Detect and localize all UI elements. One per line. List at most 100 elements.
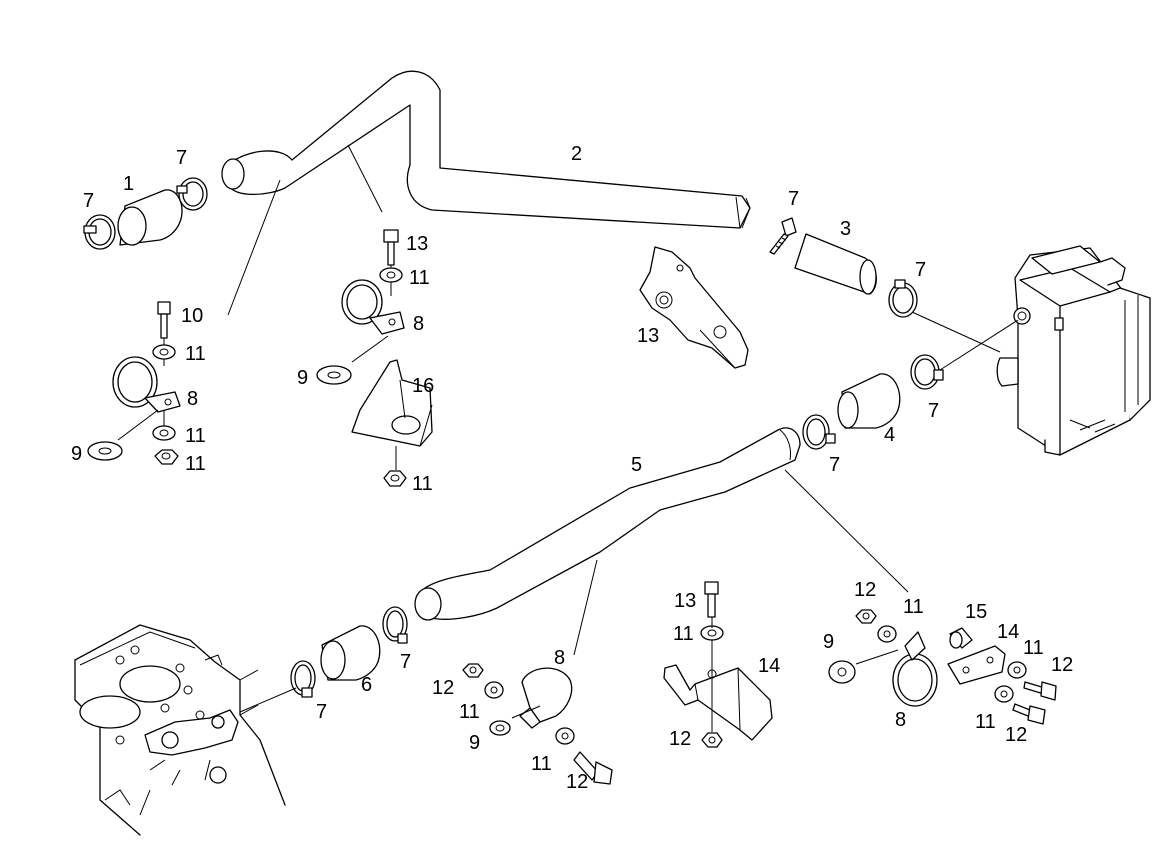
hose-clamp xyxy=(910,354,944,390)
callout-16: 14 xyxy=(758,655,780,677)
callout-3: 3 xyxy=(840,218,851,240)
callout-11: 11 xyxy=(975,711,996,733)
bolt-13 xyxy=(573,751,613,785)
bolt-13 xyxy=(1012,703,1046,725)
bolt-13 xyxy=(1023,681,1057,701)
callout-18: 15 xyxy=(965,601,987,623)
bracket-17 xyxy=(947,645,1006,685)
callout-1: 1 xyxy=(123,173,134,195)
callout-13: 12 xyxy=(1051,654,1073,676)
callout-12: 12 xyxy=(432,677,454,699)
callout-11: 11 xyxy=(185,425,206,447)
bolt-7 xyxy=(769,217,797,255)
callout-labels: 1 2 3 4 5 6 7 7 7 7 7 7 7 7 8 8 8 8 9 9 … xyxy=(71,143,1073,793)
washer xyxy=(877,625,897,643)
callout-11: 11 xyxy=(459,701,480,723)
callout-7: 7 xyxy=(83,190,94,212)
washer-9 xyxy=(316,365,352,385)
callout-4: 4 xyxy=(884,424,895,446)
nut xyxy=(383,470,407,487)
callout-12: 11 xyxy=(185,453,206,475)
callout-7: 7 xyxy=(400,651,411,673)
callout-9: 9 xyxy=(71,443,82,465)
callout-12: 12 xyxy=(669,728,691,750)
hose-6 xyxy=(320,625,381,681)
nut xyxy=(154,449,179,465)
intercooler xyxy=(996,245,1151,456)
strap-clamp-8 xyxy=(112,356,181,413)
callout-7: 7 xyxy=(316,701,327,723)
engine-block xyxy=(74,624,286,836)
callout-8: 8 xyxy=(187,388,198,410)
bracket-19 xyxy=(351,359,433,447)
washer xyxy=(700,625,724,641)
washer xyxy=(484,681,504,699)
callout-8: 8 xyxy=(413,313,424,335)
washer xyxy=(152,425,176,441)
bracket-16 xyxy=(663,664,773,741)
hose-3 xyxy=(794,233,877,295)
bolt-14 xyxy=(704,581,719,618)
callout-9: 9 xyxy=(297,367,308,389)
callout-11: 11 xyxy=(903,596,924,618)
spacer-18 xyxy=(949,627,973,649)
callout-13: 12 xyxy=(566,771,588,793)
callout-8: 8 xyxy=(554,647,565,669)
washer-9 xyxy=(489,720,511,736)
callout-7: 7 xyxy=(915,259,926,281)
callout-13: 12 xyxy=(1005,724,1027,746)
bracket-15 xyxy=(639,246,749,369)
callout-15: 13 xyxy=(637,325,659,347)
leader-lines xyxy=(117,144,1019,732)
strap-clamp-8 xyxy=(892,631,938,707)
bolt-10 xyxy=(157,301,171,339)
strap-clamp-8 xyxy=(341,279,405,335)
air-pipe-upper xyxy=(221,70,751,229)
hose-1 xyxy=(117,189,183,246)
callout-5: 5 xyxy=(631,454,642,476)
strap-clamp-8 xyxy=(519,667,573,729)
hose-clamp xyxy=(888,279,918,318)
callout-12: 11 xyxy=(412,473,433,495)
callout-11: 11 xyxy=(531,753,552,775)
hose-clamp xyxy=(83,214,116,250)
air-pipe-lower xyxy=(414,427,801,621)
callout-12: 12 xyxy=(854,579,876,601)
washer-9 xyxy=(828,660,856,684)
callout-11: 11 xyxy=(673,623,694,645)
callout-9: 9 xyxy=(823,631,834,653)
washer xyxy=(994,685,1014,703)
callout-11: 11 xyxy=(1023,637,1044,659)
hose-clamp xyxy=(290,660,316,698)
nut xyxy=(462,663,484,678)
callout-8: 8 xyxy=(895,709,906,731)
washer xyxy=(152,344,176,360)
washer xyxy=(379,267,403,283)
callout-14: 13 xyxy=(406,233,428,255)
callout-7: 7 xyxy=(928,400,939,422)
callout-11: 11 xyxy=(409,267,430,289)
callout-7: 7 xyxy=(788,188,799,210)
callout-6: 6 xyxy=(361,674,372,696)
callout-19: 16 xyxy=(412,375,434,397)
callout-10: 10 xyxy=(181,305,203,327)
nut xyxy=(701,732,723,748)
callout-7: 7 xyxy=(176,147,187,169)
washer-9 xyxy=(87,441,123,461)
bolt-14 xyxy=(383,229,399,266)
callout-9: 9 xyxy=(469,732,480,754)
hose-clamp xyxy=(802,414,836,450)
callout-2: 2 xyxy=(571,143,582,165)
callout-17: 14 xyxy=(997,621,1019,643)
hose-4 xyxy=(837,373,901,429)
callout-14: 13 xyxy=(674,590,696,612)
callout-11: 11 xyxy=(185,343,206,365)
nut xyxy=(855,609,877,624)
washer xyxy=(555,727,575,745)
hose-clamp xyxy=(382,606,408,644)
hose-clamp xyxy=(176,177,208,211)
callout-7: 7 xyxy=(829,454,840,476)
washer xyxy=(1007,661,1027,679)
